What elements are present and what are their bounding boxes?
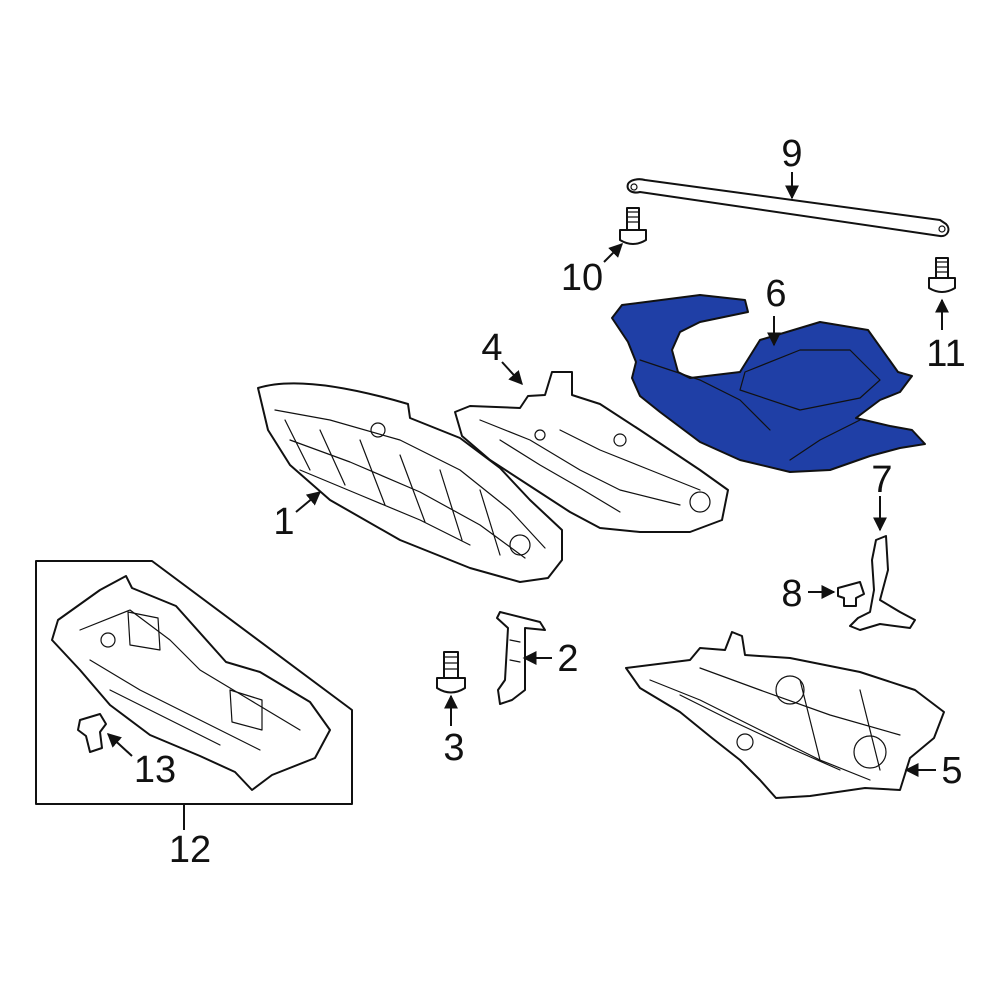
callout-5: 5	[941, 750, 962, 792]
part-7-bracket[interactable]	[849, 535, 916, 631]
callout-6: 6	[765, 273, 786, 315]
part-12-box	[35, 560, 353, 805]
callout-12: 12	[169, 829, 211, 871]
callout-11: 11	[926, 333, 965, 375]
callout-8: 8	[781, 573, 802, 615]
part-8-clip[interactable]	[837, 581, 865, 607]
part-1-front-shield[interactable]	[257, 382, 563, 583]
leader-lines	[106, 172, 949, 830]
callout-labels: 1 2 3 4 5 6 7 8 9 10 11 12 13	[134, 133, 966, 871]
part-10-bolt[interactable]	[619, 207, 647, 245]
callout-1: 1	[273, 501, 294, 543]
part-2-bracket[interactable]	[496, 611, 546, 705]
part-12-shield[interactable]	[51, 575, 331, 791]
callout-9: 9	[781, 133, 802, 175]
callout-10: 10	[561, 257, 603, 299]
part-11-bolt[interactable]	[928, 257, 956, 293]
callout-13: 13	[134, 749, 176, 791]
part-3-bolt[interactable]	[436, 651, 466, 694]
callout-3: 3	[443, 727, 464, 769]
part-13-clip[interactable]	[77, 713, 107, 753]
part-6-engine-shield[interactable]	[611, 294, 926, 473]
part-4-shield[interactable]	[454, 371, 729, 533]
callout-2: 2	[557, 638, 578, 680]
callout-4: 4	[481, 327, 502, 369]
part-5-rear-shield[interactable]	[625, 631, 945, 799]
part-9-support-bar[interactable]	[626, 178, 950, 238]
callout-7: 7	[871, 459, 892, 501]
